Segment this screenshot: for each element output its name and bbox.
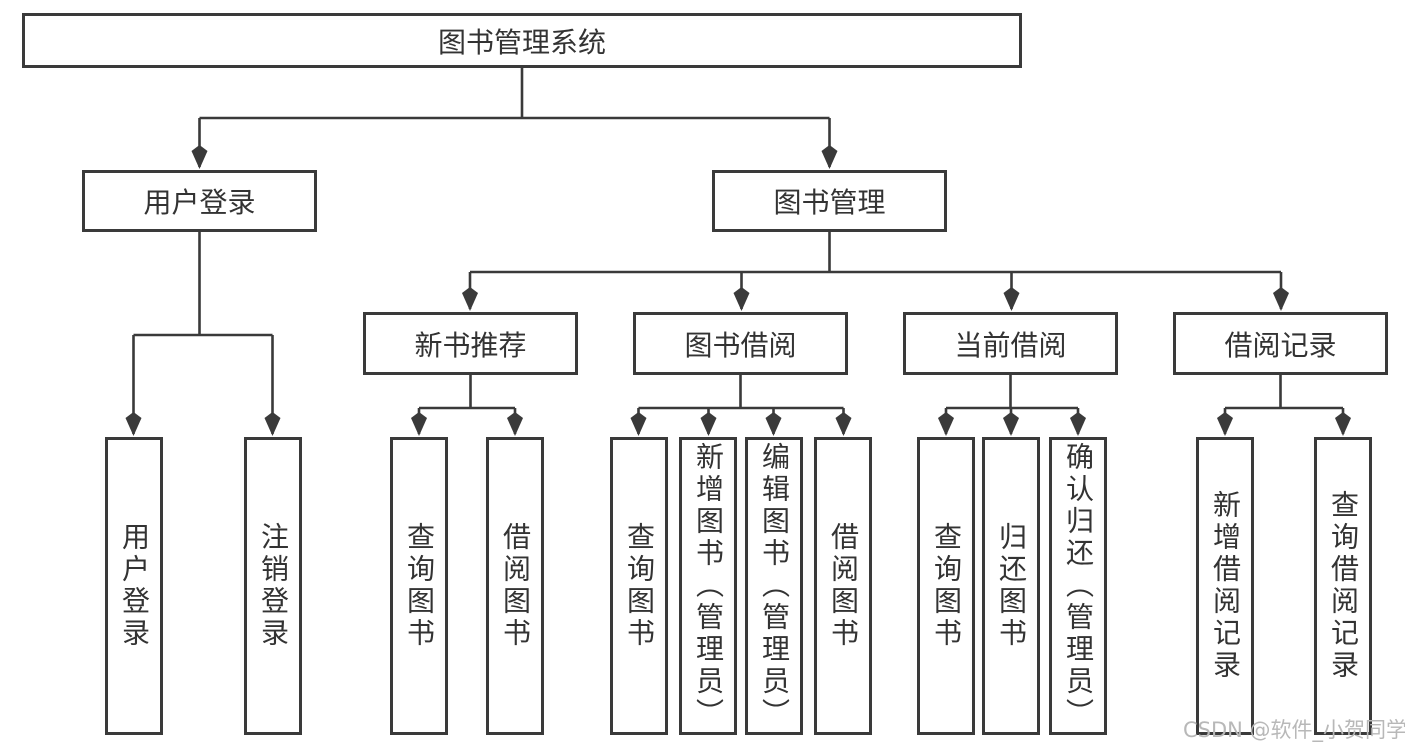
connector-borrow-records-to-leaves	[1217, 375, 1351, 436]
connector-user-login-to-leaves	[125, 232, 281, 436]
leaf-borrow-book: 借阅图书	[814, 437, 872, 735]
leaf-edit-book-admin: 编辑图书（管理员）	[745, 437, 803, 735]
connector-book-management-to-level3	[462, 232, 1289, 311]
leaf-query-book-current: 查询图书	[917, 437, 975, 735]
leaf-borrow-book-recommend: 借阅图书	[486, 437, 544, 735]
leaf-query-borrow-record: 查询借阅记录	[1314, 437, 1372, 735]
connector-book-borrow-to-leaves	[630, 375, 852, 436]
node-library-management-system: 图书管理系统	[22, 13, 1022, 68]
connector-root-to-level2	[191, 68, 838, 169]
leaf-confirm-return-admin: 确认归还（管理员）	[1049, 437, 1107, 735]
node-book-management: 图书管理	[712, 170, 947, 232]
leaf-logout: 注销登录	[244, 437, 302, 735]
leaf-user-login: 用户登录	[105, 437, 163, 735]
node-new-book-recommend: 新书推荐	[363, 312, 578, 375]
leaf-query-book-recommend: 查询图书	[390, 437, 448, 735]
leaf-add-book-admin: 新增图书（管理员）	[679, 437, 737, 735]
node-borrow-records: 借阅记录	[1173, 312, 1388, 375]
node-book-borrow: 图书借阅	[633, 312, 848, 375]
leaf-query-book-borrow: 查询图书	[610, 437, 668, 735]
csdn-watermark: CSDN @软件_小贺同学	[1183, 718, 1405, 742]
node-current-borrow: 当前借阅	[903, 312, 1118, 375]
connector-current-borrow-to-leaves	[938, 375, 1086, 436]
leaf-add-borrow-record: 新增借阅记录	[1196, 437, 1254, 735]
leaf-return-book: 归还图书	[982, 437, 1040, 735]
node-user-login: 用户登录	[82, 170, 317, 232]
connector-new-book-to-leaves	[411, 375, 523, 436]
